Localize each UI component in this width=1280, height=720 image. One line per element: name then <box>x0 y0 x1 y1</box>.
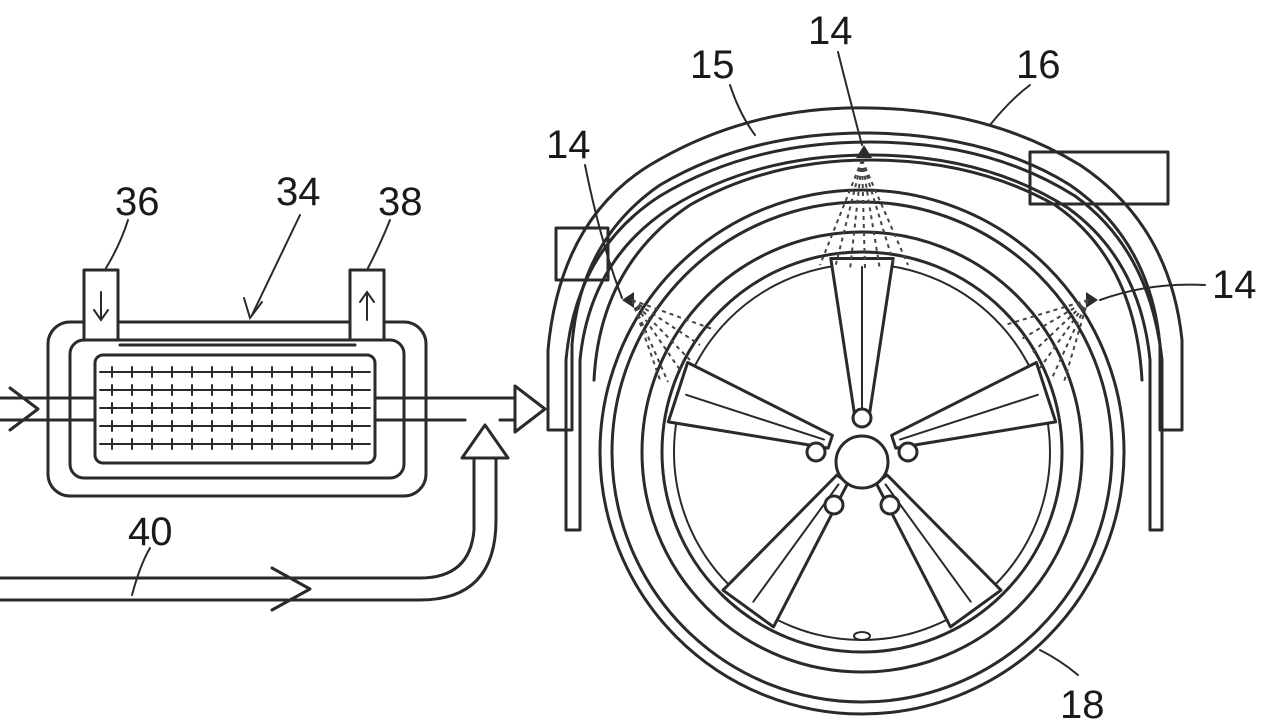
outlet-port <box>348 268 386 342</box>
reference-labels: 36 34 38 40 15 14 16 14 14 18 <box>115 9 1257 720</box>
label-18: 18 <box>1060 683 1105 720</box>
wheel-spoke-ridge <box>899 393 1039 441</box>
label-16: 16 <box>1016 43 1061 87</box>
leader-lines <box>105 51 1206 676</box>
wheel-spoke <box>890 361 1058 450</box>
label-15: 15 <box>690 43 735 87</box>
wheel-arch-liner <box>564 140 1164 532</box>
air-line <box>0 423 510 612</box>
spray-nozzle-left <box>622 292 716 383</box>
label-34: 34 <box>276 170 321 214</box>
heat-exchanger <box>0 268 547 498</box>
wheel <box>598 188 1126 716</box>
label-14-right: 14 <box>1212 263 1257 307</box>
air-outlet-pipe <box>373 384 547 434</box>
inlet-port <box>82 268 120 342</box>
wheel-hub <box>834 434 890 490</box>
label-14-top: 14 <box>808 9 853 53</box>
air-inlet-pipe <box>0 386 97 432</box>
lug-nuts <box>805 407 919 516</box>
label-40: 40 <box>128 510 173 554</box>
spray-nozzle-top <box>819 145 909 271</box>
wheel-spokes <box>666 257 1058 629</box>
label-36: 36 <box>115 180 160 224</box>
spray-nozzle-right <box>1004 292 1098 383</box>
fender <box>546 106 1184 432</box>
label-38: 38 <box>378 180 423 224</box>
wheel-spoke-ridge <box>685 393 825 441</box>
heat-exchanger-fins <box>99 366 371 450</box>
wheel-spoke <box>666 361 834 450</box>
label-14-left: 14 <box>546 123 591 167</box>
